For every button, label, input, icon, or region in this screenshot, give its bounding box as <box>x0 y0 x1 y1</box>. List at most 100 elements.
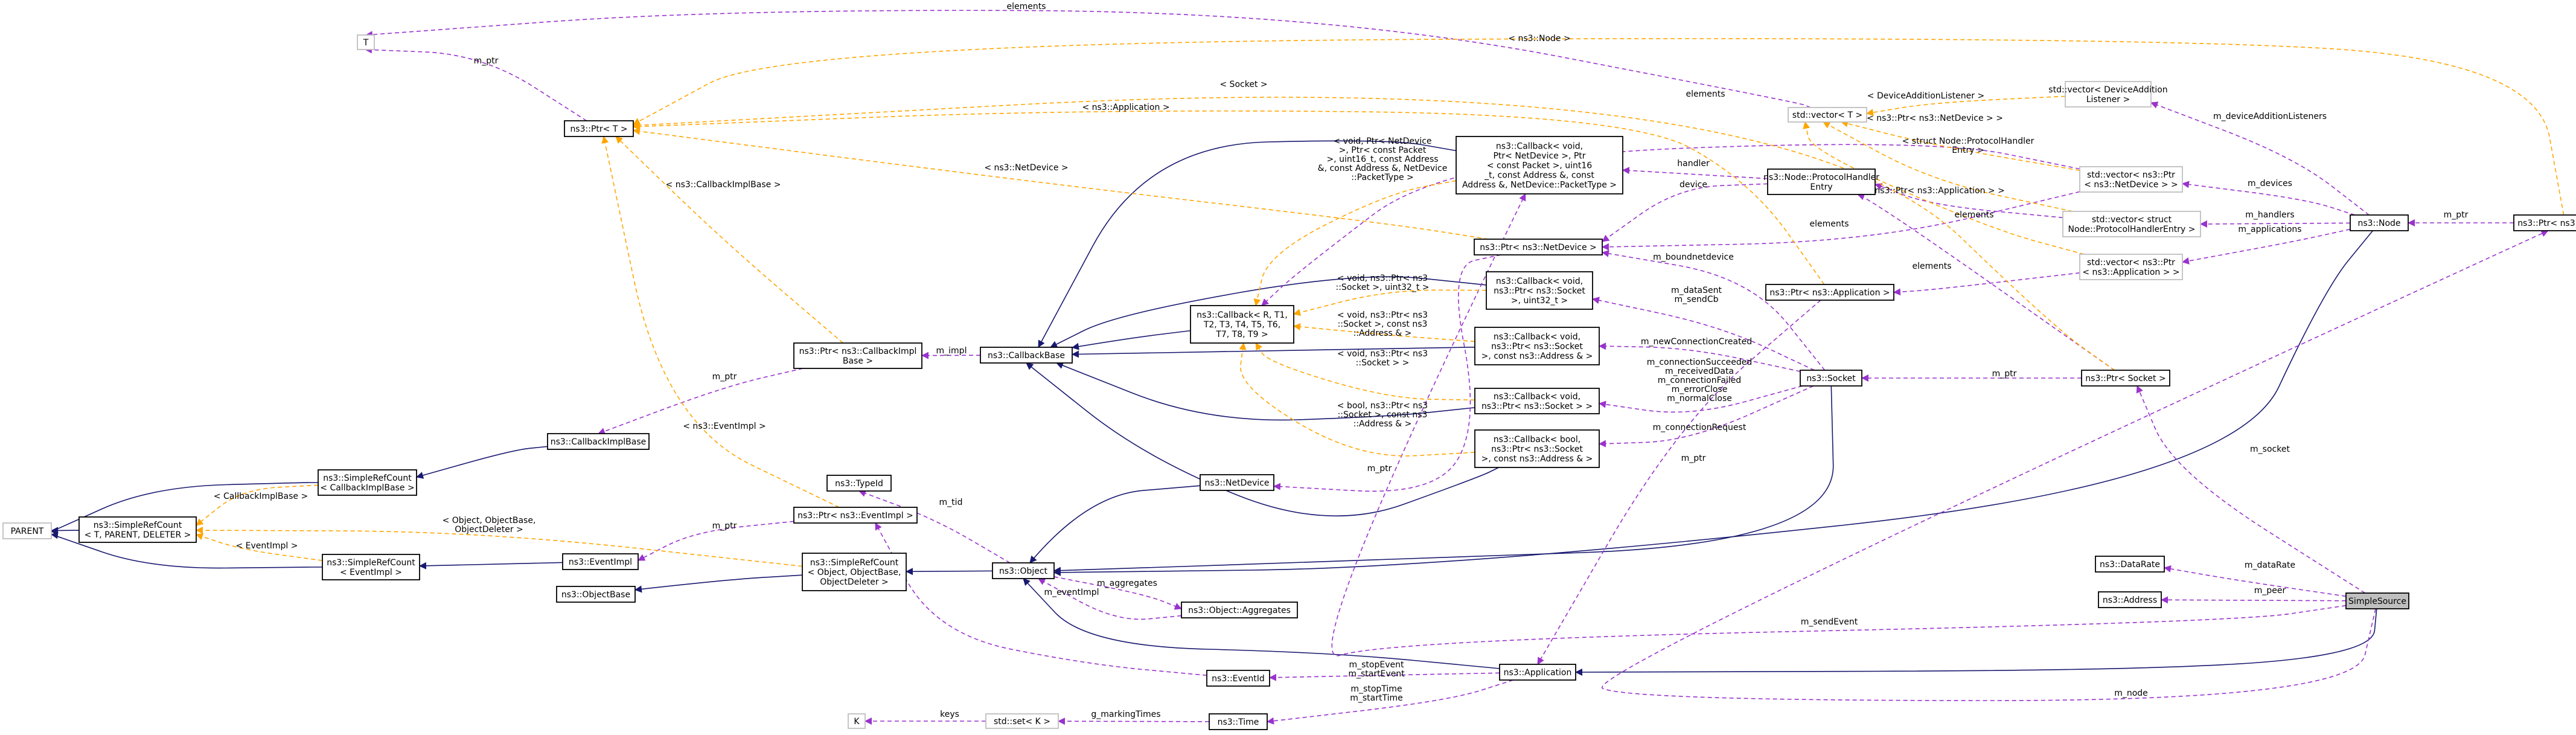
class-box <box>2345 592 2409 609</box>
class-node-setk: std::set< K > <box>985 713 1059 729</box>
edge-label-elements-phe: elements <box>1954 210 1993 220</box>
class-box <box>2098 591 2162 608</box>
class-label: ns3::Callback< void,ns3::Ptr< ns3::Socke… <box>1481 332 1593 361</box>
class-label: ns3::CallbackBase <box>988 351 1065 361</box>
edge-Socket-to-CbSockU <box>1592 297 1815 371</box>
class-node-cbsock[interactable]: ns3::Callback< void,ns3::Ptr< ns3::Socke… <box>1474 388 1600 414</box>
class-node-evid[interactable]: ns3::EventId <box>1206 670 1270 687</box>
class-label: ns3::CallbackImplBase <box>551 437 647 447</box>
class-box <box>318 469 417 496</box>
class-label: T <box>363 38 369 48</box>
class-label: ns3::Socket <box>1806 374 1856 384</box>
edge-label-m-ptr-sock: m_ptr <box>1992 369 2017 379</box>
class-node-app[interactable]: ns3::Application <box>1499 664 1576 681</box>
edge-label-nd-tmpl: < ns3::Ptr< ns3::NetDevice > > <box>1867 114 2003 123</box>
edge-CbBool-to-CbT <box>1239 342 1475 457</box>
edge-PtrT-to-T <box>365 46 587 121</box>
edge-CbSock-to-CbT <box>1255 342 1475 401</box>
class-node-srccib[interactable]: ns3::SimpleRefCount< CallbackImplBase > <box>318 469 417 496</box>
class-node-typeid[interactable]: ns3::TypeId <box>826 475 892 492</box>
edge-CbSockA-to-CB <box>1072 347 1475 358</box>
edge-SS-to-App <box>1575 608 2377 676</box>
edge-label-layer: m_ptrelementsm_ptrm_implm_ptrm_tidm_even… <box>214 2 2469 719</box>
class-node-socket[interactable]: ns3::Socket <box>1800 370 1862 387</box>
class-node-address[interactable]: ns3::Address <box>2098 591 2162 608</box>
edge-label-m-eventImpl: m_eventImpl <box>1044 588 1099 597</box>
class-node-cbsocku[interactable]: ns3::Callback< void,ns3::Ptr< ns3::Socke… <box>1486 271 1593 310</box>
class-box <box>1474 239 1603 255</box>
class-node-ei[interactable]: ns3::EventImpl <box>562 553 639 570</box>
edge-PtrApp-to-PtrT <box>633 110 1825 285</box>
class-node-cbsocka[interactable]: ns3::Callback< void,ns3::Ptr< ns3::Socke… <box>1474 327 1600 365</box>
class-node-srcobj[interactable]: ns3::SimpleRefCount< Object, ObjectBase,… <box>802 553 907 591</box>
edge-VecPHE-to-PHE <box>1874 183 2063 219</box>
class-node-node[interactable]: ns3::Node <box>2350 214 2409 231</box>
class-box <box>2 522 52 539</box>
class-node-cb[interactable]: ns3::CallbackBase <box>980 347 1073 364</box>
edge-CbSockA-to-CbT <box>1293 323 1475 342</box>
edge-CbT-to-CB <box>1072 330 1191 350</box>
class-node-ptrnd[interactable]: ns3::Ptr< ns3::NetDevice > <box>1474 239 1603 255</box>
class-box <box>793 507 918 524</box>
class-node-ptrei[interactable]: ns3::Ptr< ns3::EventImpl > <box>793 507 918 524</box>
class-label: SimpleSource <box>2348 597 2406 606</box>
edge-label-cib-tmpl: < ns3::CallbackImplBase > <box>666 180 781 190</box>
class-node-agg[interactable]: ns3::Object::Aggregates <box>1181 602 1298 618</box>
class-node-obase[interactable]: ns3::ObjectBase <box>556 586 636 603</box>
class-node-ptrnode[interactable]: ns3::Ptr< ns3::Node > <box>2513 214 2576 231</box>
class-node-srcei[interactable]: ns3::SimpleRefCount< EventImpl > <box>322 554 420 580</box>
class-label: K <box>854 717 860 727</box>
class-box <box>2081 370 2170 387</box>
class-node-ptrapp[interactable]: ns3::Ptr< ns3::Application > <box>1765 284 1894 301</box>
class-node-datarate[interactable]: ns3::DataRate <box>2095 556 2165 573</box>
class-node-ptrt[interactable]: ns3::Ptr< T > <box>564 120 634 137</box>
edge-label-m-newconn: m_newConnectionCreated <box>1641 337 1752 347</box>
edge-PtrNode-to-PtrT <box>633 38 2565 216</box>
class-node-parent: PARENT <box>2 522 52 539</box>
class-node-cbt[interactable]: ns3::Callback< R, T1,T2, T3, T4, T5, T6,… <box>1190 305 1294 344</box>
edge-label-m-ptr-cb: m_ptr <box>1367 464 1392 473</box>
edge-label-m-peer: m_peer <box>2254 586 2286 595</box>
class-box <box>1209 713 1268 730</box>
class-node-cbbool[interactable]: ns3::Callback< bool,ns3::Ptr< ns3::Socke… <box>1474 429 1600 468</box>
class-node-netdev[interactable]: ns3::NetDevice <box>1200 474 1274 491</box>
edge-SRCobj-to-SRCgen <box>196 527 803 567</box>
class-node-ptrsock[interactable]: ns3::Ptr< Socket > <box>2081 370 2170 387</box>
class-label: std::vector< ns3::Ptr< ns3::Application … <box>2082 258 2179 277</box>
class-box <box>1788 107 1867 123</box>
class-box <box>562 553 639 570</box>
class-label: ns3::EventImpl <box>569 557 632 567</box>
class-node-cib[interactable]: ns3::CallbackImplBase <box>547 433 650 450</box>
edge-label-elements-nd: elements <box>1809 219 1849 229</box>
class-label: ns3::Ptr< ns3::NetDevice > <box>1480 243 1597 252</box>
edge-PtrCIB-to-CIB <box>598 368 804 435</box>
class-box <box>1800 370 1862 387</box>
class-label: ns3::SimpleRefCount< T, PARENT, DELETER … <box>85 521 191 540</box>
class-node-ss[interactable]: SimpleSource <box>2345 592 2409 609</box>
class-box <box>992 562 1055 579</box>
class-box <box>2079 254 2183 280</box>
class-node-cbpkt[interactable]: ns3::Callback< void,Ptr< NetDevice >, Pt… <box>1456 136 1623 194</box>
edge-label-app-vec-tmpl: < ns3::Ptr< ns3::Application > > <box>1865 186 2005 196</box>
class-node-time[interactable]: ns3::Time <box>1209 713 1268 730</box>
class-box <box>1474 429 1600 468</box>
edge-SS-to-PtrNode <box>1602 230 2549 701</box>
class-node-srcgen[interactable]: ns3::SimpleRefCount< T, PARENT, DELETER … <box>78 516 197 543</box>
class-box <box>1767 169 1876 195</box>
class-node-vecnd: std::vector< ns3::Ptr< ns3::NetDevice > … <box>2079 166 2183 193</box>
class-label: ns3::Callback< void,ns3::Ptr< ns3::Socke… <box>1494 277 1585 306</box>
edge-Node-to-Obj <box>1053 230 2373 576</box>
class-node-obj[interactable]: ns3::Object <box>992 562 1055 579</box>
edge-CbSockU-to-CB <box>1050 276 1487 348</box>
class-label: ns3::Callback< void,Ptr< NetDevice >, Pt… <box>1462 142 1617 190</box>
class-box <box>2350 214 2409 231</box>
